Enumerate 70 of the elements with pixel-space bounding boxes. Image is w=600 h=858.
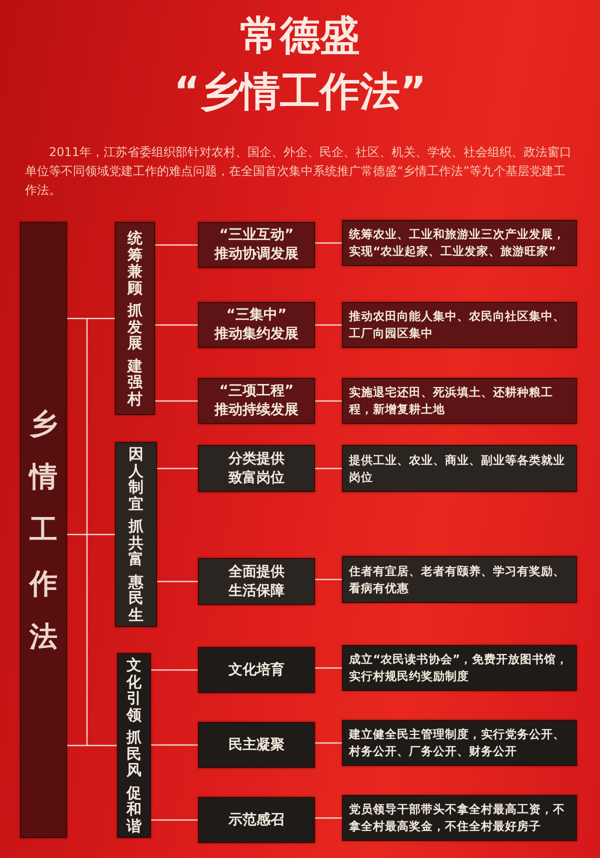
connector-line — [315, 578, 342, 580]
connector-line — [67, 534, 115, 536]
description-box — [342, 445, 577, 492]
connector-line — [155, 400, 198, 402]
method-box — [198, 378, 315, 424]
method-text: 推动持续发展 — [214, 401, 298, 420]
connector-line — [315, 324, 342, 326]
category-text: 抓发展 — [128, 302, 142, 352]
description-text: 实施退宅还田、死浜填土、还耕种粮工程，新增复耕土地 — [349, 384, 554, 418]
method-box — [198, 222, 315, 268]
description-box — [342, 795, 577, 841]
description-text: 提供工业、农业、商业、副业等各类就业岗位 — [349, 452, 566, 486]
description-box — [342, 220, 577, 266]
method-box — [198, 302, 315, 348]
method-text: 分类提供致富岗位 — [227, 450, 286, 488]
description-text: 建立健全民主管理制度，实行党务公开、村务公开、厂务公开、财务公开 — [349, 726, 566, 760]
category-box — [117, 653, 151, 838]
banner-text: 乡情工作法 — [30, 406, 58, 655]
description-text: 住者有宜居、老者有颐养、学习有奖励、看病有优惠 — [349, 562, 566, 596]
method-text: “三项工程” — [219, 382, 294, 401]
description-box — [342, 645, 577, 691]
description-box — [342, 378, 577, 424]
connector-line — [155, 244, 198, 246]
description-text: 成立“农民读书协会”，免费开放图书馆，实行村规民约奖励制度 — [349, 651, 570, 685]
category-text: 文化引领 — [126, 657, 142, 723]
category-text: 惠民生 — [128, 574, 144, 623]
method-text: 全面提供生活保障 — [227, 562, 286, 600]
connector-line — [151, 744, 198, 746]
description-text: 党员领导干部带头不拿全村最高工资，不拿全村最高奖金，不住全村最好房子 — [349, 801, 566, 835]
description-text: 统筹农业、工业和旅游业三次产业发展，实现“农业起家、工业发家、旅游旺家” — [349, 226, 566, 260]
method-box — [198, 445, 315, 492]
title-banner — [20, 222, 67, 838]
connector-line — [315, 817, 342, 819]
method-text: 推动协调发展 — [214, 245, 298, 264]
category-text: 抓共富 — [128, 518, 144, 568]
connector-line — [67, 744, 117, 746]
connector-line — [157, 468, 198, 470]
category-text: 促和谐 — [126, 784, 142, 834]
connector-line — [315, 400, 342, 402]
category-text: 统筹兼顾 — [128, 230, 142, 296]
connector-line — [157, 580, 198, 582]
category-box — [115, 222, 155, 415]
description-box — [342, 720, 577, 766]
connector-line — [151, 669, 198, 671]
method-text: 示范感召 — [228, 810, 284, 830]
connector-line — [155, 324, 198, 326]
category-text: 因人制宜 — [128, 446, 144, 512]
description-box — [342, 556, 577, 603]
connector-line — [315, 242, 342, 244]
method-text: “三集中” — [226, 306, 287, 325]
category-text: 建强村 — [128, 358, 142, 407]
method-text: 文化培育 — [228, 660, 284, 680]
connector-line — [315, 468, 342, 470]
connector-line — [67, 318, 115, 320]
intro-paragraph: 2011年，江苏省委组织部针对农村、国企、外企、民企、社区、机关、学校、社会组织、政法窗口单位等不同领域党建工作的难点问题，在全国首次集中系统推广常德盛“乡情工作法”等九个基层党建工作法。 — [25, 144, 573, 199]
connector-line — [315, 742, 342, 744]
method-text: 推动集约发展 — [214, 325, 298, 344]
method-box — [198, 558, 315, 605]
method-box — [198, 722, 315, 768]
method-text: “三业互动” — [219, 226, 294, 245]
method-text: 民主凝聚 — [228, 736, 284, 754]
connector-line — [151, 819, 198, 821]
title: 常德盛“乡情工作法” — [172, 12, 428, 117]
method-box — [198, 797, 315, 843]
method-box — [198, 647, 315, 693]
connector-line — [315, 667, 342, 669]
category-text: 抓民风 — [126, 729, 142, 778]
description-box — [342, 302, 577, 348]
description-text: 推动农田向能人集中、农民向社区集中、工厂向园区集中 — [349, 308, 566, 342]
category-box — [115, 442, 157, 627]
